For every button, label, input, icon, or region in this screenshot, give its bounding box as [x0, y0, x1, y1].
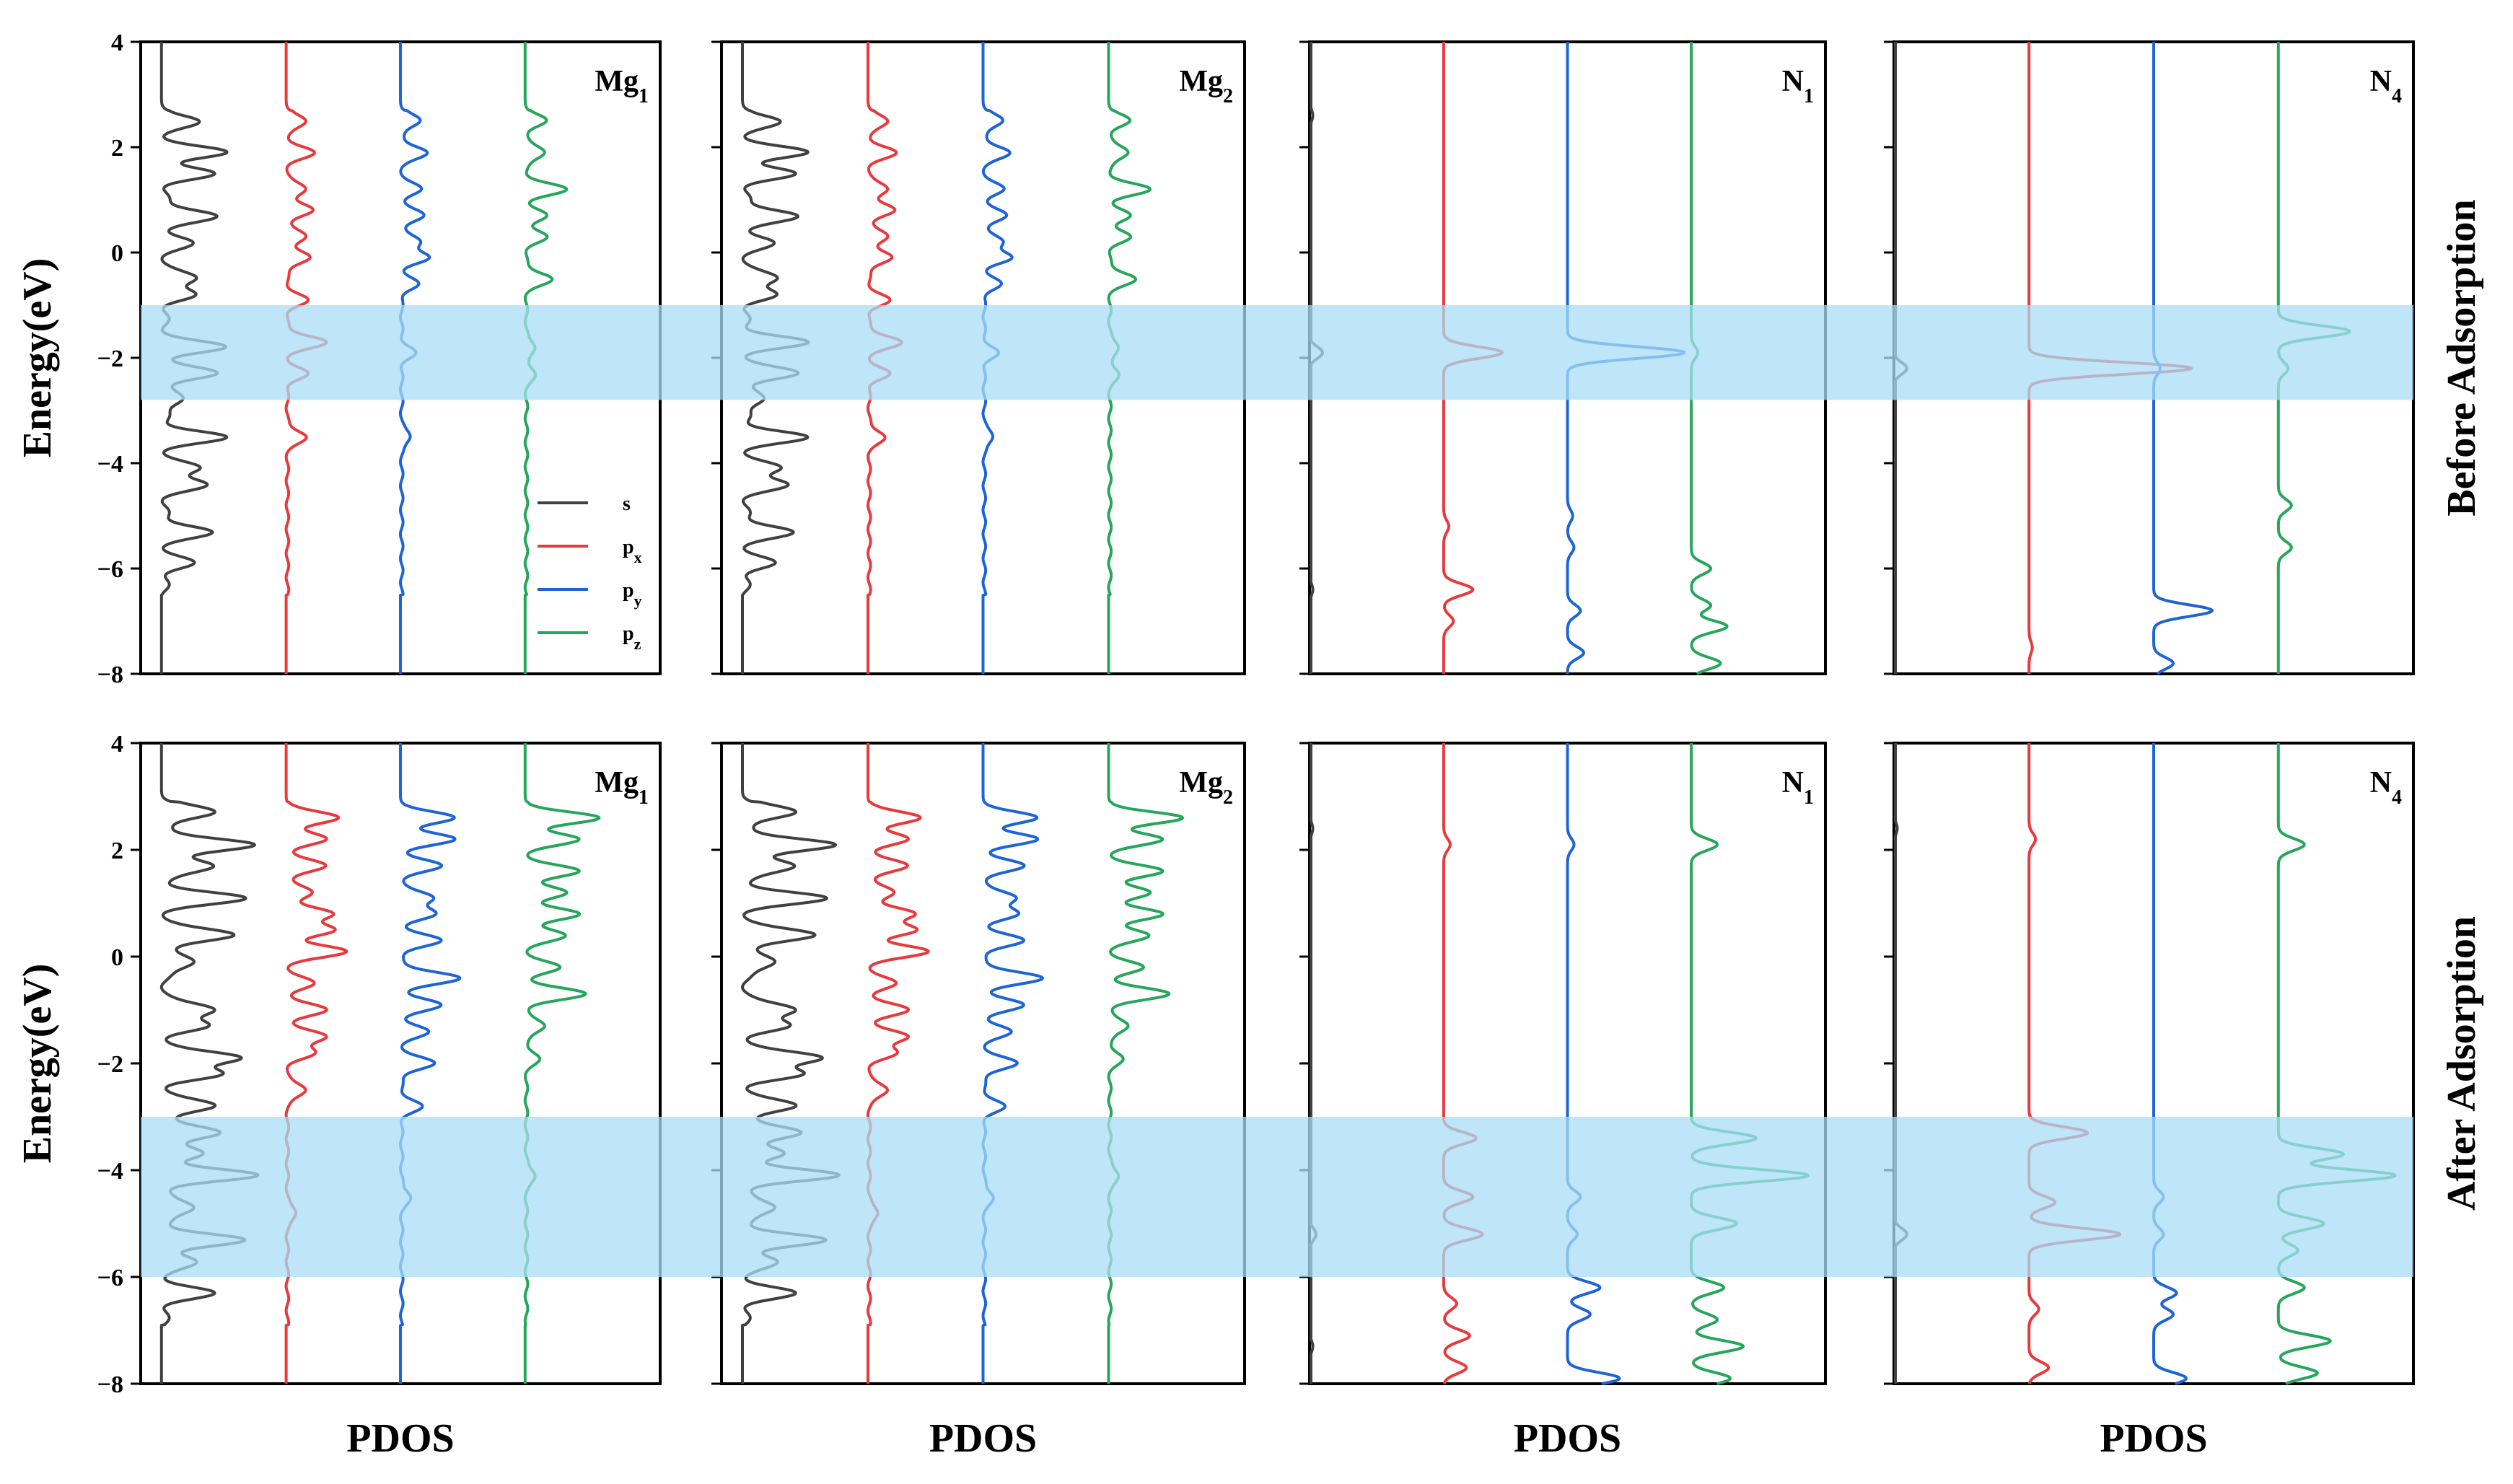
panel-label: N4 — [2370, 65, 2402, 107]
panel-label: Mg1 — [595, 65, 649, 107]
y-tick-label: 0 — [111, 944, 123, 971]
legend: s px py pz — [538, 493, 642, 653]
y-tick-label: 4 — [111, 30, 123, 56]
highlight-layer — [141, 305, 2413, 1277]
panel-label: N1 — [1782, 65, 1814, 107]
y-tick-label: −6 — [97, 556, 123, 583]
y-tick-label: −8 — [97, 1371, 123, 1398]
legend-entry: s — [623, 493, 631, 515]
highlight-band-after — [141, 1117, 2413, 1277]
panel-label: Mg1 — [595, 766, 649, 809]
y-tick-label: −8 — [97, 662, 123, 688]
panel-after-n1: N1 — [1299, 742, 1827, 1385]
row-title-after: After Adsorption — [2439, 916, 2484, 1211]
panel-after-mg1: 4 2 0 −2 −4 −6 −8 Mg1 — [97, 731, 662, 1398]
x-axis-label-pdos-4: PDOS — [2100, 1416, 2207, 1461]
y-tick-label: 2 — [111, 838, 123, 864]
y-tick-label: −2 — [97, 1051, 123, 1078]
y-tick-label: −4 — [97, 1158, 123, 1185]
y-tick-label: −2 — [97, 346, 123, 372]
text-layer: Before Adsorption After Adsorption Energ… — [15, 199, 2484, 1461]
y-tick-label: 2 — [111, 135, 123, 162]
highlight-band-before — [141, 305, 2413, 400]
y-tick-label: 0 — [111, 240, 123, 267]
y-tick-label: −6 — [97, 1265, 123, 1291]
y-axis-label-before: Energy(eV) — [15, 258, 60, 458]
legend-entry: pz — [623, 623, 641, 653]
y-tick-label: 4 — [111, 731, 123, 758]
panel-label: Mg2 — [1179, 65, 1233, 107]
x-axis-label-pdos-3: PDOS — [1514, 1416, 1621, 1461]
row-title-before: Before Adsorption — [2439, 199, 2484, 516]
legend-entry: py — [623, 579, 642, 610]
panel-label: N1 — [1782, 766, 1814, 809]
x-axis-label-pdos-2: PDOS — [929, 1416, 1037, 1461]
panel-label: N4 — [2370, 766, 2402, 809]
panel-label: Mg2 — [1179, 766, 1233, 809]
panel-after-n4: N4 — [1884, 742, 2415, 1385]
y-tick-label: −4 — [97, 451, 123, 478]
x-axis-label-pdos-1: PDOS — [346, 1416, 454, 1461]
legend-entry: px — [623, 536, 642, 566]
y-axis-label-after: Energy(eV) — [15, 964, 60, 1164]
panel-after-mg2: Mg2 — [711, 742, 1246, 1385]
